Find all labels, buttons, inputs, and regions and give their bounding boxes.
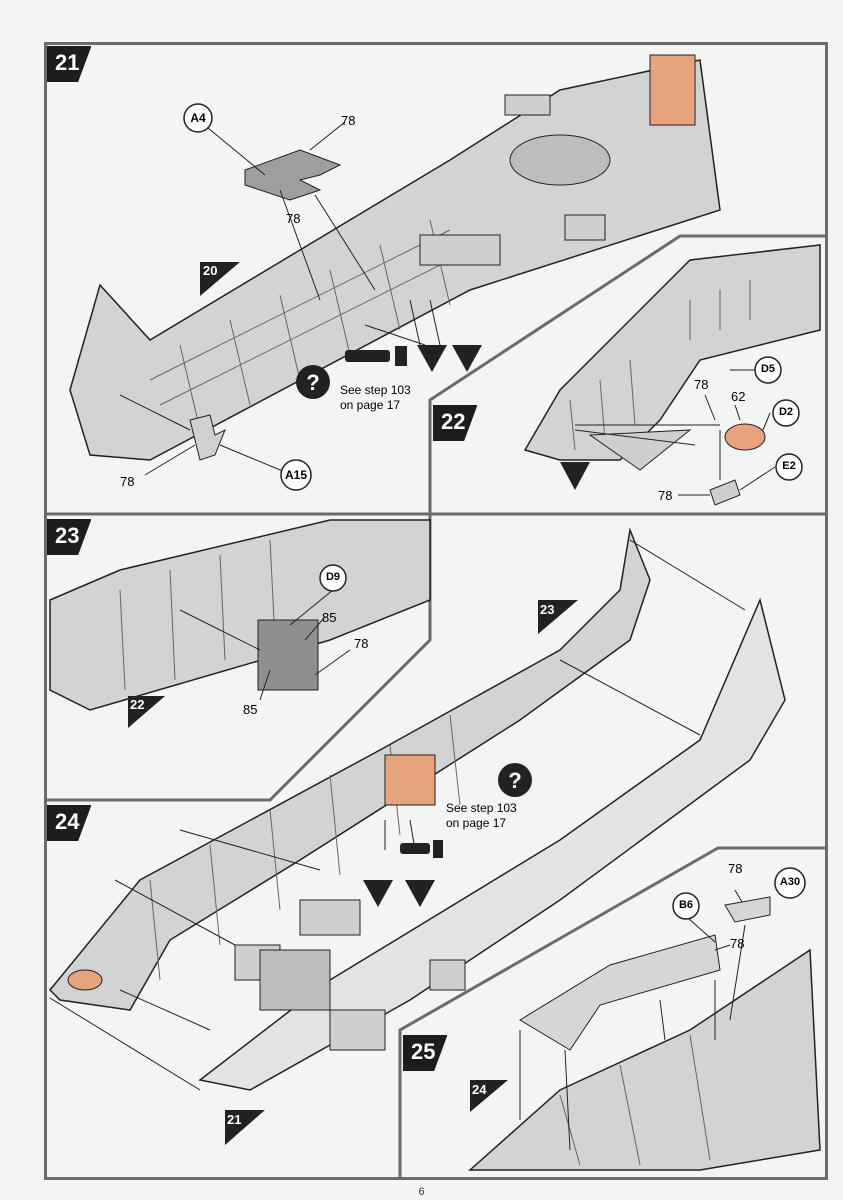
callout-b6: [672, 892, 700, 920]
callout-d2: [772, 399, 800, 427]
part-d9: [257, 619, 319, 691]
note-line-1: See step 103: [340, 383, 411, 397]
cement-icon-2: [400, 840, 443, 858]
ref-arrow-label-21: 21: [227, 1112, 242, 1127]
page-number: 6: [418, 1186, 425, 1198]
fuselage-half-step21: [69, 54, 721, 461]
part-label-a4: A4: [190, 111, 206, 125]
cement-icon: [345, 346, 407, 366]
divider-21-22: [47, 234, 827, 516]
question-icon-2: [498, 763, 532, 797]
part-number-78-g: 78: [728, 861, 743, 876]
note-line-1: See step 103: [446, 801, 517, 815]
paint-icon-4: [363, 880, 393, 907]
part-a30: [724, 896, 771, 923]
part-a4: [244, 149, 342, 201]
fuselage-nose-step22: [523, 244, 821, 471]
question-icon: [296, 365, 330, 399]
ref-arrow-23: [538, 600, 578, 634]
svg-text:?: ?: [508, 768, 521, 793]
part-label-b6: B6: [678, 899, 694, 911]
part-number-78-a: 78: [341, 113, 356, 128]
part-d9-placed: [384, 754, 436, 806]
ref-arrow-label-20: 20: [203, 263, 218, 278]
part-a15: [189, 414, 226, 461]
part-d2: [724, 423, 766, 451]
note-line-2: on page 17: [446, 816, 507, 830]
callout-d5: [754, 356, 782, 384]
part-label-a15: A15: [284, 468, 307, 482]
paint-icon-5: [405, 880, 435, 907]
ref-arrow-24: [470, 1080, 508, 1112]
ref-arrow-label-24: 24: [472, 1082, 487, 1097]
part-label-e2: E2: [782, 460, 796, 472]
step21-note: See step 103 on page 17: [340, 383, 411, 413]
instruction-frame: [44, 42, 828, 1180]
part-d2-placed: [67, 969, 103, 991]
part-label-a30: A30: [779, 876, 801, 888]
step24-note: See step 103 on page 17: [446, 801, 517, 831]
divider-24-25: [398, 846, 827, 1180]
paint-icon-2: [452, 345, 482, 372]
callout-a15: [280, 459, 312, 491]
svg-text:?: ?: [306, 370, 319, 395]
ref-arrow-label-22: 22: [130, 697, 145, 712]
ref-arrow-label-23: 23: [540, 602, 555, 617]
step-badge-23: 23: [47, 519, 92, 555]
callout-d9: [319, 564, 347, 592]
paint-icon-3: [560, 462, 590, 490]
part-number-78-f: 78: [354, 636, 369, 651]
part-number-78-d: 78: [694, 377, 709, 392]
part-label-d9: D9: [325, 571, 341, 583]
step-badge-25: 25: [403, 1035, 448, 1071]
part-label-d5: D5: [760, 363, 776, 375]
callout-a4: [183, 103, 213, 133]
fuselage-step24: [48, 527, 786, 1091]
callout-e2: [775, 453, 803, 481]
callout-a30: [774, 867, 806, 899]
part-b6: [519, 934, 721, 1051]
part-number-85-a: 85: [322, 610, 337, 625]
ref-arrow-22: [128, 696, 165, 728]
part-number-78-b: 78: [286, 211, 301, 226]
part-label-d2: D2: [778, 406, 794, 418]
part-number-85-b: 85: [243, 702, 258, 717]
paint-icon-1: [417, 345, 447, 372]
highlight-part: [649, 54, 696, 126]
part-number-78-h: 78: [730, 936, 745, 951]
note-line-2: on page 17: [340, 398, 401, 412]
part-number-78-e: 78: [658, 488, 673, 503]
ref-arrow-20: [200, 262, 240, 296]
part-e2: [709, 479, 741, 506]
part-number-62: 62: [731, 389, 746, 404]
ref-arrow-21: [225, 1110, 265, 1145]
part-number-78-c: 78: [120, 474, 135, 489]
fuselage-step23: [49, 519, 431, 711]
